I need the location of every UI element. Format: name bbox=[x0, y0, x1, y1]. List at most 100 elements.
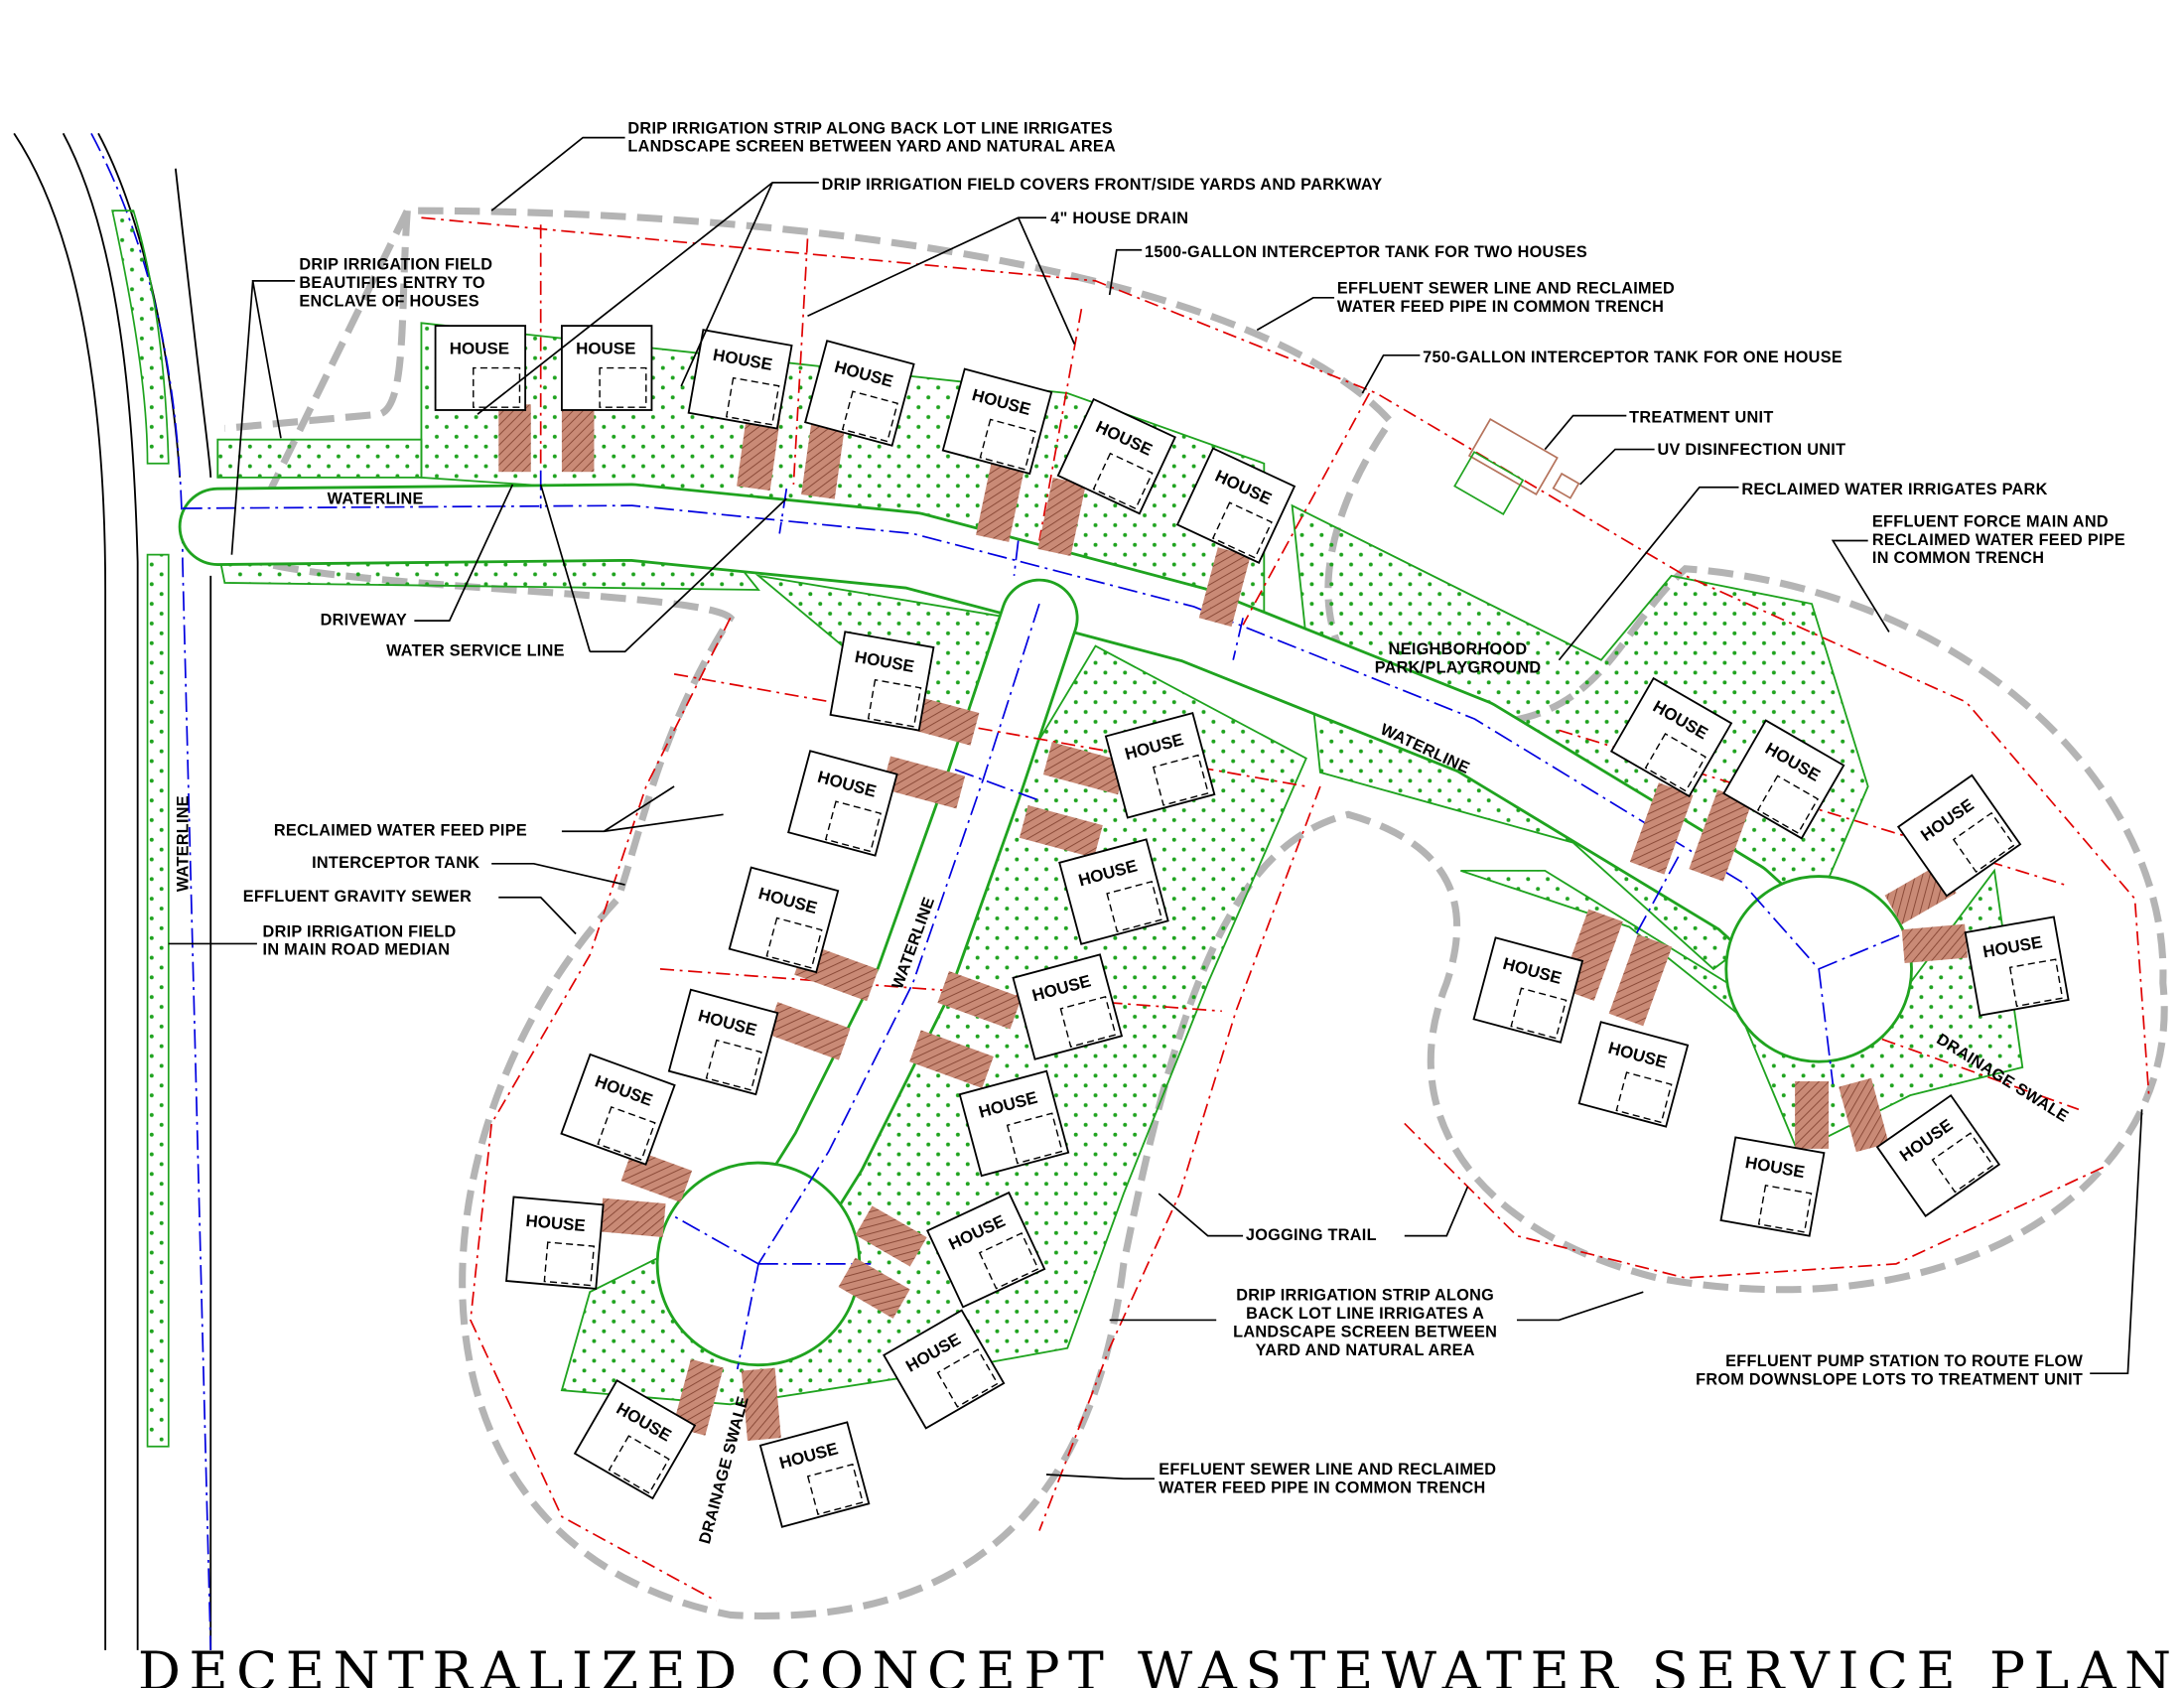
svg-text:EFFLUENT PUMP STATION TO ROUTE: EFFLUENT PUMP STATION TO ROUTE FLOWFROM … bbox=[1696, 1352, 2083, 1388]
house-footprint: HOUSE bbox=[941, 367, 1053, 476]
label-back-lot-strip-bottom-3: LANDSCAPE SCREEN BETWEEN bbox=[1233, 1323, 1497, 1340]
house-footprint: HOUSE bbox=[1058, 838, 1169, 945]
label-water-service: WATER SERVICE LINE bbox=[386, 641, 565, 659]
house-footprint: HOUSE bbox=[560, 1053, 676, 1166]
garage-outline bbox=[765, 916, 823, 969]
house-footprint: HOUSE bbox=[925, 1191, 1046, 1309]
garage-outline bbox=[597, 1105, 656, 1161]
label-common-trench-bottom: EFFLUENT SEWER LINE AND RECLAIMED bbox=[1159, 1461, 1496, 1478]
house-footprint: HOUSE bbox=[728, 866, 840, 974]
label-driveway: DRIVEWAY bbox=[321, 611, 407, 629]
label-jogging-trail: JOGGING TRAIL bbox=[1246, 1226, 1377, 1244]
garage-outline bbox=[1006, 1112, 1063, 1165]
house-footprint: HOUSE bbox=[1472, 936, 1584, 1044]
house-outline bbox=[560, 1053, 676, 1166]
label-back-lot-strip-top-2: LANDSCAPE SCREEN BETWEEN YARD AND NATURA… bbox=[627, 138, 1116, 156]
label-interceptor-tank: INTERCEPTOR TANK bbox=[312, 854, 479, 872]
label-reclaimed-park: RECLAIMED WATER IRRIGATES PARK bbox=[1741, 481, 2047, 498]
garage-outline bbox=[806, 1463, 864, 1515]
label-front-yards: DRIP IRRIGATION FIELD COVERS FRONT/SIDE … bbox=[822, 176, 1383, 194]
main-road-waterline bbox=[90, 132, 212, 1650]
leader-lines bbox=[168, 136, 2143, 1480]
plan-title: DECENTRALIZED CONCEPT WASTEWATER SERVICE… bbox=[138, 1639, 2180, 1688]
house-footprint: HOUSE bbox=[787, 750, 898, 857]
house-footprint: HOUSE bbox=[1012, 953, 1124, 1060]
house-footprint: HOUSE bbox=[1875, 1093, 2001, 1217]
label-house-drain: 4" HOUSE DRAIN bbox=[1050, 210, 1188, 227]
sewer-lines bbox=[421, 216, 2150, 1603]
house-outline bbox=[1896, 774, 2022, 898]
label-common-trench-bottom-2: WATER FEED PIPE IN COMMON TRENCH bbox=[1159, 1478, 1485, 1496]
house-outline bbox=[1719, 1136, 1826, 1237]
label-common-trench-top: EFFLUENT SEWER LINE AND RECLAIMED bbox=[1337, 280, 1675, 298]
garage-outline bbox=[978, 1232, 1039, 1290]
garage-outline bbox=[936, 1348, 999, 1408]
label-waterline-main: WATERLINE bbox=[328, 491, 424, 508]
label-entry-field-2: BEAUTIFIES ENTRY TO bbox=[299, 274, 485, 292]
house-footprint: HOUSE bbox=[1577, 1021, 1690, 1128]
label-uv-unit: UV DISINFECTION UNIT bbox=[1657, 441, 1845, 459]
garage-outline bbox=[1756, 774, 1820, 835]
house-outline bbox=[573, 1379, 697, 1500]
garage-outline bbox=[1211, 501, 1273, 559]
label-reclaimed-feed: RECLAIMED WATER FEED PIPE bbox=[274, 822, 527, 840]
house-outline bbox=[1875, 1093, 2001, 1217]
garage-outline bbox=[1615, 1071, 1673, 1124]
house-footprint: HOUSE bbox=[505, 1196, 605, 1290]
house-footprint: HOUSE bbox=[958, 1069, 1070, 1178]
label-entry-field: DRIP IRRIGATION FIELD bbox=[299, 256, 492, 274]
house-footprint: HOUSE bbox=[1964, 915, 2070, 1017]
garage-outline bbox=[608, 1435, 670, 1494]
label-force-main-2: RECLAIMED WATER FEED PIPE bbox=[1872, 531, 2125, 549]
house-label: HOUSE bbox=[450, 339, 509, 357]
main-road bbox=[13, 132, 212, 1650]
label-treatment-unit: TREATMENT UNIT bbox=[1629, 409, 1773, 427]
house-footprint: HOUSE bbox=[804, 340, 915, 447]
label-force-main: EFFLUENT FORCE MAIN AND bbox=[1872, 512, 2109, 530]
label-gravity-sewer: EFFLUENT GRAVITY SEWER bbox=[243, 888, 472, 906]
house-footprint: HOUSE bbox=[1175, 447, 1297, 564]
house-footprint: HOUSE bbox=[687, 329, 793, 430]
label-tank-750: 750-GALLON INTERCEPTOR TANK FOR ONE HOUS… bbox=[1423, 349, 1843, 366]
label-park-2: PARK/PLAYGROUND bbox=[1375, 658, 1542, 676]
label-pump-station-2: FROM DOWNSLOPE LOTS TO TREATMENT UNIT bbox=[1696, 1371, 2083, 1389]
label-waterline-median: WATERLINE bbox=[175, 795, 193, 892]
house-footprint: HOUSE bbox=[667, 988, 779, 1096]
house-outline bbox=[687, 329, 793, 430]
treatment-unit bbox=[1453, 418, 1580, 515]
house-outline bbox=[1056, 397, 1176, 515]
garage-outline bbox=[473, 366, 521, 408]
house-outline bbox=[1104, 711, 1216, 819]
house-footprint: HOUSE bbox=[1104, 711, 1216, 819]
house-footprint: HOUSE bbox=[1719, 1136, 1826, 1237]
label-back-lot-strip-bottom-4: YARD AND NATURAL AREA bbox=[1256, 1341, 1475, 1359]
garage-outline bbox=[1644, 733, 1706, 792]
label-park: NEIGHBORHOOD bbox=[1389, 640, 1528, 658]
house-footprint: HOUSE bbox=[829, 631, 935, 732]
house-footprint: HOUSE bbox=[434, 325, 527, 411]
label-back-lot-strip-bottom: DRIP IRRIGATION STRIP ALONG bbox=[1236, 1287, 1494, 1305]
label-back-lot-strip-bottom-2: BACK LOT LINE IRRIGATES A bbox=[1246, 1305, 1484, 1323]
median-irrigation-field bbox=[111, 210, 170, 1448]
garage-outline bbox=[1757, 1185, 1813, 1233]
label-tank-1500: 1500-GALLON INTERCEPTOR TANK FOR TWO HOU… bbox=[1145, 243, 1587, 261]
label-pump-station: EFFLUENT PUMP STATION TO ROUTE FLOW bbox=[1725, 1352, 2083, 1370]
waterlines bbox=[182, 470, 1904, 1370]
garage-outline bbox=[725, 376, 780, 426]
label-back-lot-strip-top: DRIP IRRIGATION STRIP ALONG BACK LOT LIN… bbox=[627, 119, 1112, 137]
house-outline bbox=[829, 631, 935, 732]
label-common-trench-top-2: WATER FEED PIPE IN COMMON TRENCH bbox=[1337, 298, 1664, 316]
house-outline bbox=[958, 1069, 1070, 1178]
label-entry-field-3: ENCLAVE OF HOUSES bbox=[299, 292, 479, 310]
house-footprint: HOUSE bbox=[1056, 397, 1176, 515]
house-footprint: HOUSE bbox=[573, 1379, 697, 1500]
label-median-field: DRIP IRRIGATION FIELD bbox=[263, 922, 457, 940]
